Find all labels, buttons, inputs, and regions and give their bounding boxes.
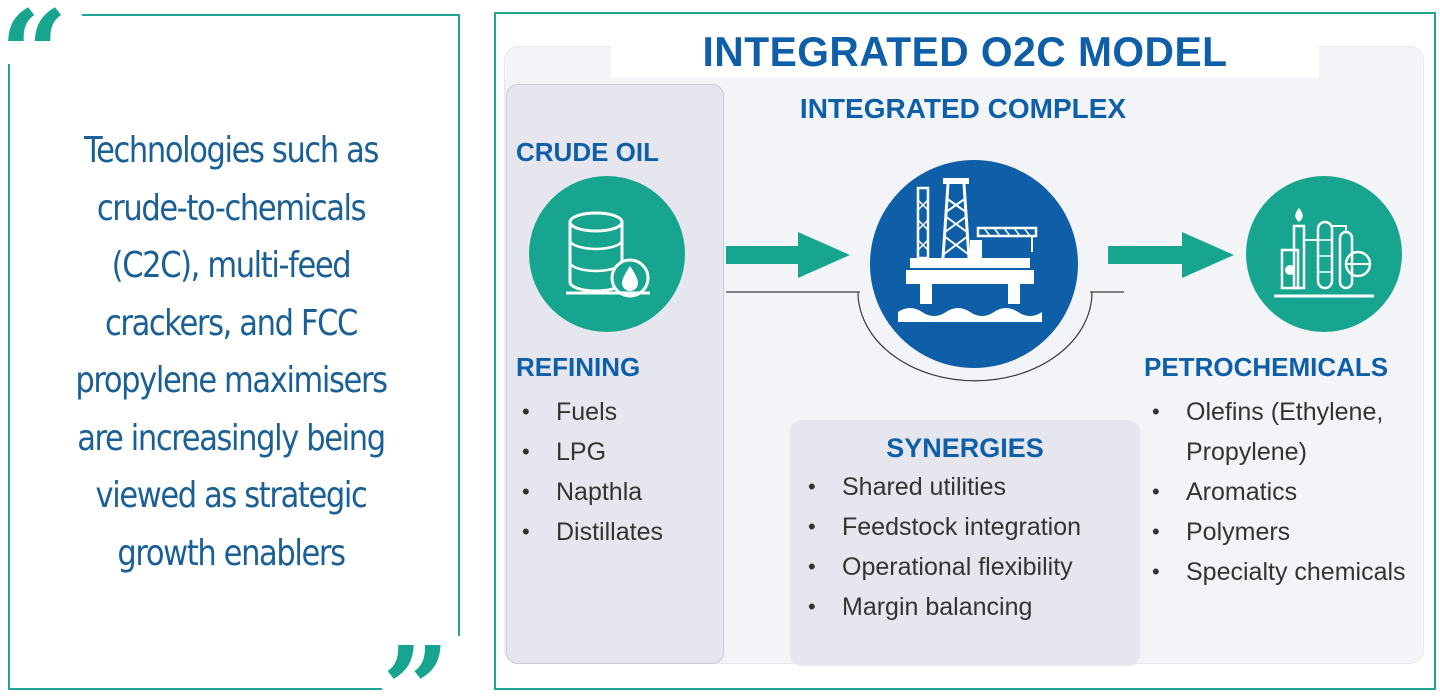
synergies-label: SYNERGIES	[886, 433, 1044, 463]
list-item: Aromatics	[1146, 472, 1426, 512]
list-item: Shared utilities	[802, 467, 1138, 507]
list-item: Specialty chemicals	[1146, 552, 1426, 592]
arrow-right-icon	[1108, 232, 1234, 278]
petrochemicals-label: PETROCHEMICALS	[1144, 352, 1389, 382]
list-item: Polymers	[1146, 512, 1426, 552]
crude-oil-label: CRUDE OIL	[516, 137, 659, 167]
integrated-complex-title: INTEGRATED COMPLEX	[799, 93, 1127, 124]
petrochemicals-list: Olefins (Ethylene, Propylene) Aromatics …	[1146, 392, 1426, 592]
list-item: Napthla	[516, 472, 716, 512]
list-item: Feedstock integration	[802, 507, 1138, 547]
close-quote-mark: ”	[382, 636, 470, 698]
offshore-rig-icon	[870, 160, 1078, 368]
synergies-list: Shared utilities Feedstock integration O…	[802, 467, 1138, 627]
quote-panel	[8, 14, 460, 690]
chemical-plant-icon	[1246, 176, 1402, 332]
oil-barrel-icon	[529, 176, 685, 332]
refining-list: Fuels LPG Napthla Distillates	[516, 392, 716, 552]
list-item: LPG	[516, 432, 716, 472]
quote-text: Technologies such as crude-to-chemicals …	[75, 130, 388, 574]
list-item: Olefins (Ethylene, Propylene)	[1146, 392, 1426, 472]
list-item: Margin balancing	[802, 587, 1138, 627]
list-item: Distillates	[516, 512, 716, 552]
connector-lines	[726, 291, 1124, 382]
refining-label: REFINING	[516, 352, 641, 382]
list-item: Operational flexibility	[802, 547, 1138, 587]
arrow-right-icon	[726, 232, 850, 278]
list-item: Fuels	[516, 392, 716, 432]
diagram-title: INTEGRATED O2C MODEL	[610, 26, 1320, 78]
